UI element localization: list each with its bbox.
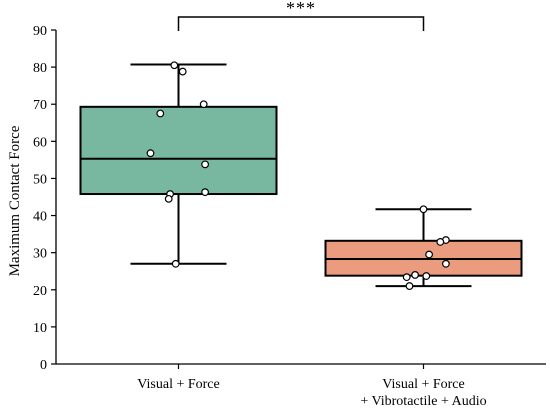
x-tick-label: Visual + Force <box>137 377 219 392</box>
data-point <box>422 272 431 280</box>
significance-bracket: *** <box>177 0 425 32</box>
y-tick-label: 30 <box>33 247 47 262</box>
data-point <box>199 100 208 109</box>
data-point <box>171 259 180 268</box>
box-iqr <box>79 105 278 196</box>
data-point <box>402 273 411 282</box>
data-point <box>146 149 155 158</box>
y-tick-label: 50 <box>33 172 47 187</box>
y-tick-label: 20 <box>33 284 47 299</box>
data-point <box>178 67 187 76</box>
significance-line <box>177 16 425 32</box>
data-point <box>170 61 179 70</box>
data-point <box>201 160 210 169</box>
box-group-2 <box>324 205 523 290</box>
data-point <box>405 282 414 290</box>
data-point <box>442 259 450 268</box>
data-point <box>419 205 428 214</box>
x-tick-label: + Vibrotactile + Audio <box>360 394 486 409</box>
y-axis-title: Maximum Contact Force <box>7 125 23 276</box>
y-tick-label: 70 <box>33 98 47 113</box>
y-tick-label: 10 <box>33 321 47 336</box>
y-tick-label: 40 <box>33 210 47 225</box>
data-point <box>411 271 420 279</box>
significance-label: *** <box>286 0 316 18</box>
data-point <box>156 109 165 118</box>
data-point <box>201 188 210 197</box>
y-tick-label: 90 <box>33 24 47 39</box>
y-tick-label: 80 <box>33 61 47 76</box>
y-tick-label: 0 <box>40 358 47 373</box>
x-tick-label: Visual + Force <box>382 377 464 392</box>
data-point <box>436 238 445 246</box>
boxes-layer <box>79 61 523 290</box>
y-tick-label: 60 <box>33 135 47 150</box>
data-point <box>425 250 434 259</box>
box-group-1 <box>79 61 278 268</box>
data-point <box>164 194 173 203</box>
